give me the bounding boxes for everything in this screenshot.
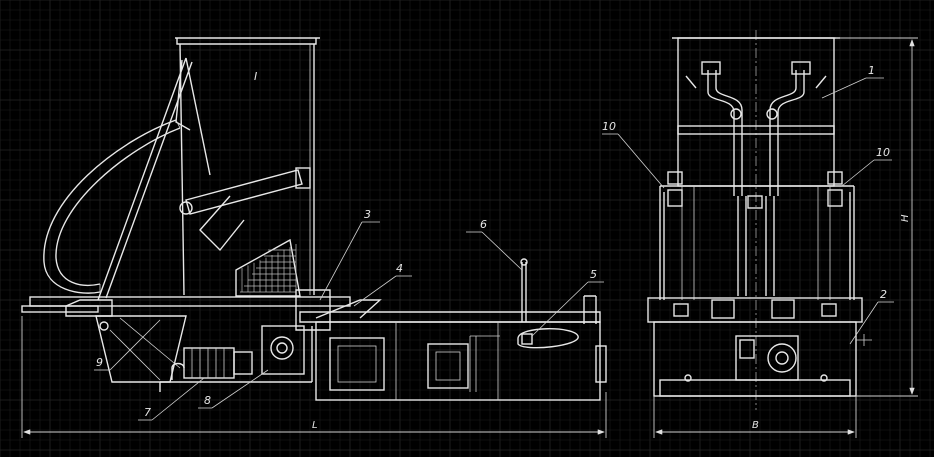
dim-width-label: B [752,420,759,431]
inspection-panel-2-inner [435,351,461,381]
sieve-mesh [240,244,297,293]
inspection-panel-2 [427,343,469,389]
gearbox-shaft-inner [276,342,288,354]
gearbox [261,325,305,375]
coupling [233,351,253,375]
leader-8 [211,369,269,409]
base-divider [395,322,499,400]
dim-length-label: L [312,420,318,431]
callout-5: 5 [590,268,597,281]
callout-6: 6 [480,218,487,231]
arc-bracket [99,119,181,292]
side-arms [685,75,827,89]
front-small-arm [856,334,872,346]
leader-2 [849,301,879,345]
dimensions: L B H [21,37,918,438]
tray-endcap [595,345,607,383]
leader-3 [319,221,363,301]
front-bracket-right [827,189,843,207]
mechanism-bracket [583,295,597,324]
drive-frame [159,326,313,392]
front-gear-inner [775,351,789,365]
pipe-valve-right [766,108,778,120]
front-gearbox-cap [739,339,755,359]
frame-beam-lower [21,305,99,313]
dim-height-label: H [900,214,911,222]
inspection-panel-1-inner [337,345,377,383]
chute-pivot [99,321,109,331]
tray-slide [315,299,382,319]
pipe-clamp-left [747,195,763,209]
motor-fins [191,348,225,378]
pipe-valve-left [730,108,742,120]
leader-5 [531,281,589,337]
leader-4 [353,275,397,307]
pipe-left [707,70,743,196]
cylinder-pivot [179,201,193,215]
callout-10-left: 10 [602,120,616,133]
callout-3: 3 [364,208,371,221]
front-bracket-left [667,189,683,207]
front-bolt-mid2 [771,299,795,319]
callout-9: 9 [96,356,103,369]
pipe-run [469,335,500,392]
mechanism-square [521,333,533,345]
callout-1: 1 [868,64,875,77]
hopper [175,37,320,296]
frame-beam [29,296,351,307]
front-bolt-mid1 [711,299,735,319]
arc-guide-inner [55,127,181,287]
front-base-bolt-2 [820,374,828,382]
callout-2: 2 [880,288,887,301]
lever-knob [520,258,528,266]
callout-10-right: 10 [876,146,890,159]
front-bracket-right-top [827,171,843,185]
chute-brace [109,317,181,381]
lever [521,262,527,322]
arc-guide [43,119,177,294]
leader-10-left [617,133,665,189]
tilting-frame [97,57,211,301]
cylinder-rod [199,195,245,252]
hydraulic-cylinder [185,169,303,215]
front-view [647,30,872,410]
inspection-panel-1 [329,337,385,391]
front-bolt-right [821,303,837,317]
callout-7: 7 [144,406,151,419]
hook [171,362,185,380]
base-housing [315,321,601,401]
leader-10-right [841,159,875,187]
leader-6 [481,231,523,271]
front-bolt-left [673,303,689,317]
front-frame-inner [681,186,831,300]
pipe-fitting-right [791,61,811,75]
callouts: I 3 4 5 6 7 8 9 1 2 10 10 [94,64,894,421]
pipe-verticals [737,196,775,296]
tray-plate [295,289,331,331]
front-base-bolt [684,374,692,382]
front-bracket-left-top [667,171,683,185]
front-gear [767,343,797,373]
rotating-mechanism [517,328,579,349]
hopper-mark: I [254,70,257,83]
pipe-fitting-left [701,61,721,75]
cylinder-end-block [295,167,311,189]
gearbox-shaft [270,336,294,360]
leader-9 [109,319,161,371]
front-gearbox [735,335,799,381]
front-frame [659,185,855,300]
callout-4: 4 [396,262,403,275]
leader-7 [151,377,205,421]
frame-support [65,299,113,317]
leader-1 [821,77,867,99]
callout-8: 8 [204,394,211,407]
side-view [21,37,607,401]
